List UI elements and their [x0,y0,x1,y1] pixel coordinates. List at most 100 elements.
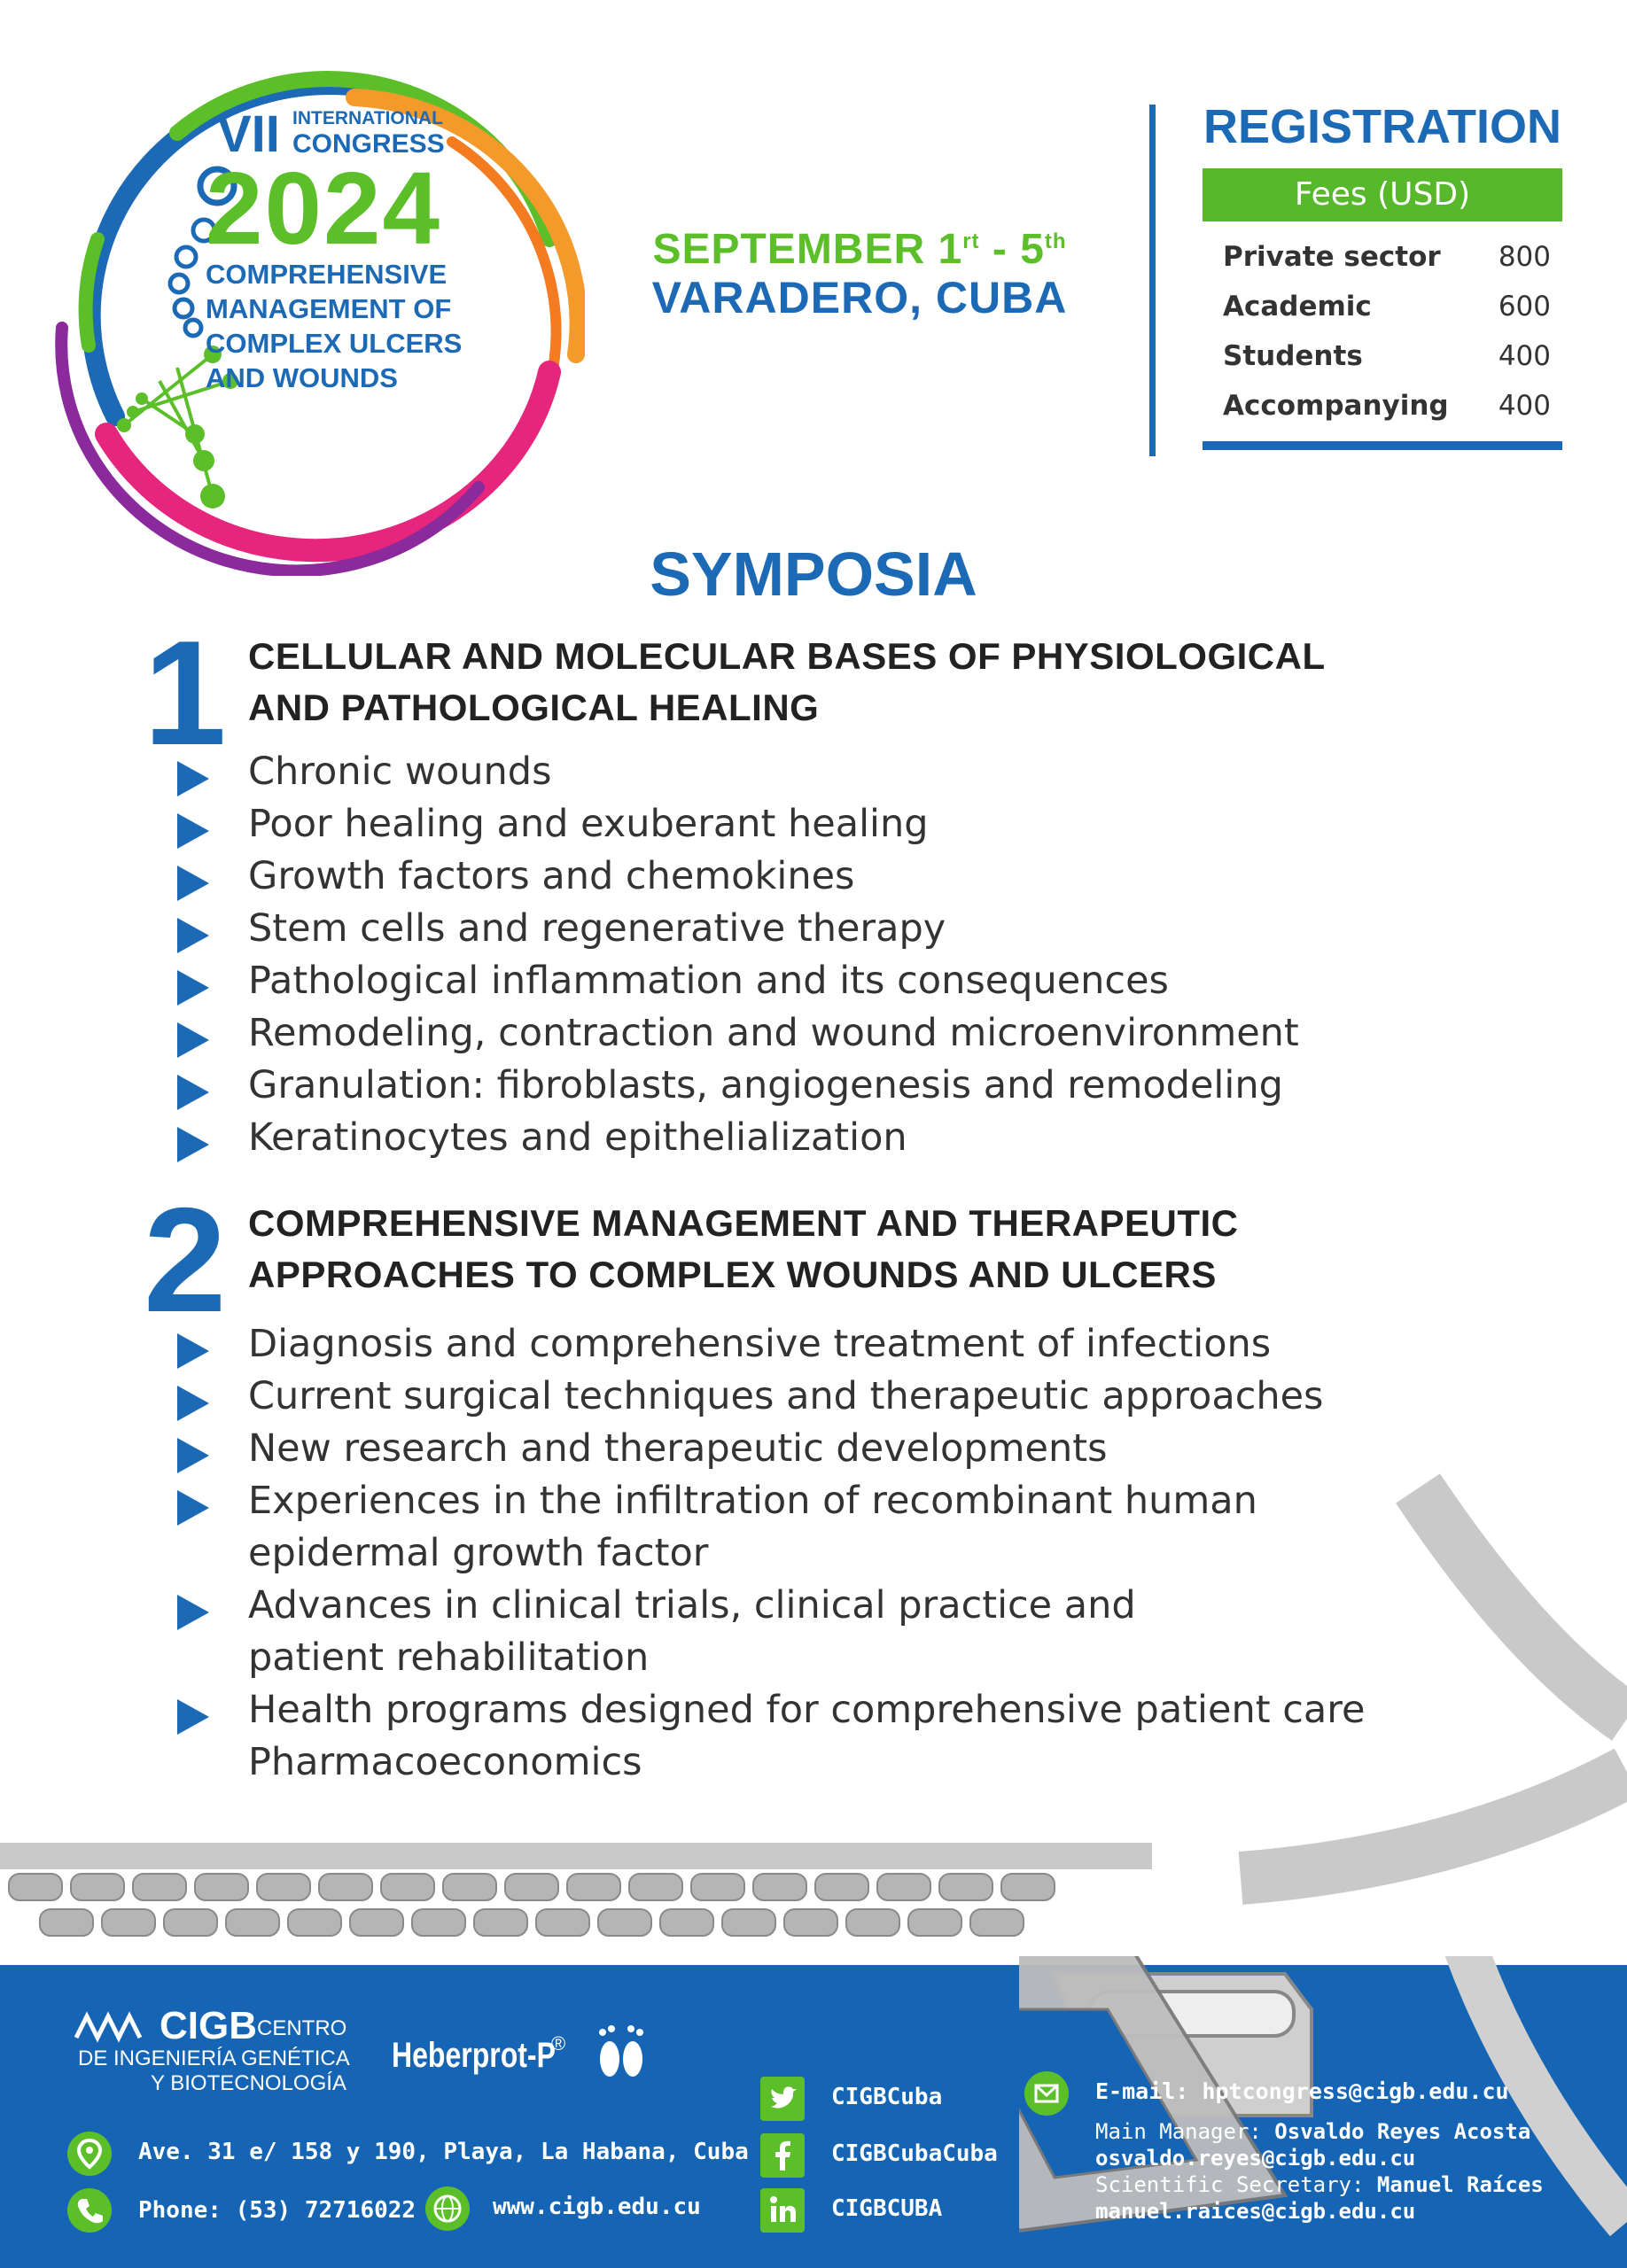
fee-category: Academic [1223,291,1372,322]
location-icon [67,2132,112,2176]
list-item: Current surgical techniques and therapeu… [177,1371,1365,1423]
bullet-triangle-icon [177,1022,209,1058]
manager-email[interactable]: osvaldo.reyes@cigb.edu.cu [1095,2146,1416,2171]
web-icon [425,2186,470,2231]
zipper-illustration [0,1473,1627,1984]
linkedin-icon [760,2188,805,2233]
bullet-triangle-icon [177,1386,209,1421]
topic-text: Experiences in the infiltration of recom… [248,1479,1257,1523]
list-item: Experiences in the infiltration of recom… [177,1475,1365,1527]
symposium-topics: Chronic wounds Poor healing and exuberan… [177,746,1299,1164]
fees-header: Fees (USD) [1203,168,1562,221]
topic-text: Poor healing and exuberant healing [248,802,929,846]
list-item-continuation: patient rehabilitation [177,1632,1365,1684]
secretary-name: Manuel Raíces [1376,2172,1544,2197]
bullet-triangle-icon [177,1595,209,1630]
org-short-name: CIGB [160,2004,257,2047]
list-item: Poor healing and exuberant healing [177,798,1299,850]
phone-text: Phone: (53) 72716022 [138,2197,416,2224]
email-contact[interactable]: E-mail: hptcongress@cigb.edu.cu [1095,2078,1509,2104]
twitter-icon [760,2077,805,2121]
date-start: SEPTEMBER 1 [652,226,963,273]
list-item: Pathological inflammation and its conseq… [177,955,1299,1007]
bullet-triangle-icon [177,1127,209,1162]
list-item: Keratinocytes and epithelialization [177,1112,1299,1164]
symposium-topics: Diagnosis and comprehensive treatment of… [177,1318,1365,1789]
topic-text: Growth factors and chemokines [248,854,855,898]
bullet-triangle-icon [177,1075,209,1110]
manager-label: Main Manager: [1095,2119,1275,2144]
product-name: Heberprot-P [392,2036,556,2075]
manager-name: Osvaldo Reyes Acosta [1274,2119,1531,2144]
linkedin-handle[interactable]: CIGBCUBA [831,2195,943,2222]
cigb-logo-icon [74,2011,143,2043]
bullet-triangle-icon [177,1333,209,1369]
bullet-triangle-icon [177,918,209,953]
bullet-triangle-icon [177,813,209,849]
registration-bottom-rule [1203,441,1562,450]
topic-text: Keratinocytes and epithelialization [248,1115,907,1160]
org-line3: Y BIOTECNOLOGÍA [151,2071,346,2095]
scientific-secretary: Scientific Secretary: Manuel Raíces [1095,2172,1544,2197]
list-item: Growth factors and chemokines [177,850,1299,903]
topic-text: Advances in clinical trials, clinical pr… [248,1583,1136,1627]
symposium-title: CELLULAR AND MOLECULAR BASES OF PHYSIOLO… [248,631,1326,734]
bullet-triangle-icon [177,866,209,901]
topic-text: Stem cells and regenerative therapy [248,906,946,951]
topic-text: Granulation: fibroblasts, angiogenesis a… [248,1063,1283,1107]
bullet-triangle-icon [177,1699,209,1735]
logo-international: INTERNATIONAL [292,108,443,128]
symposium-number: 2 [144,1177,227,1343]
event-dates: SEPTEMBER 1rt - 5th [611,225,1108,274]
registration-title: REGISTRATION [1203,100,1561,153]
fee-category: Students [1223,340,1363,372]
topic-text: Current surgical techniques and therapeu… [248,1374,1324,1418]
list-item: Health programs designed for comprehensi… [177,1684,1365,1736]
logo-roman-numeral: VII [217,105,280,163]
facebook-icon [760,2133,805,2178]
fee-category: Accompanying [1223,390,1449,422]
list-item: Remodeling, contraction and wound microe… [177,1007,1299,1060]
email-icon [1024,2071,1069,2116]
list-item: Stem cells and regenerative therapy [177,903,1299,955]
list-item: Diagnosis and comprehensive treatment of… [177,1318,1365,1371]
secretary-label: Scientific Secretary: [1095,2172,1377,2197]
topic-text: New research and therapeutic development… [248,1426,1108,1471]
product-registered-mark: ® [551,2032,566,2054]
bullet-triangle-icon [177,1438,209,1473]
list-item-continuation: Pharmacoeconomics [177,1736,1365,1789]
event-location: VARADERO, CUBA [651,273,1068,322]
org-line2: DE INGENIERÍA GENÉTICA [78,2047,350,2070]
bullet-triangle-icon [177,1490,209,1526]
date-start-suffix: rt [962,229,980,253]
footer: CIGB CENTRO DE INGENIERÍA GENÉTICA Y BIO… [0,1956,1627,2268]
list-item: Chronic wounds [177,746,1299,798]
symposium-title-line: APPROACHES TO COMPLEX WOUNDS AND ULCERS [248,1254,1217,1295]
topic-text: Remodeling, contraction and wound microe… [248,1011,1299,1055]
symposium-title-line: CELLULAR AND MOLECULAR BASES OF PHYSIOLO… [248,635,1326,677]
symposium-title: COMPREHENSIVE MANAGEMENT AND THERAPEUTIC… [248,1198,1239,1301]
website-link[interactable]: www.cigb.edu.cu [493,2194,701,2220]
secretary-email[interactable]: manuel.raices@cigb.edu.cu [1095,2199,1416,2224]
topic-text: patient rehabilitation [248,1635,650,1680]
phone-icon [67,2188,112,2233]
topic-text: Chronic wounds [248,750,552,794]
topic-text: Diagnosis and comprehensive treatment of… [248,1322,1272,1366]
logo-subtitle: COMPREHENSIVE MANAGEMENT OF COMPLEX ULCE… [206,259,463,393]
bullet-triangle-icon [177,970,209,1006]
facebook-handle[interactable]: CIGBCubaCuba [831,2140,998,2167]
date-end-suffix: th [1044,229,1067,253]
topic-text: epidermal growth factor [248,1531,709,1575]
registration-divider [1149,105,1156,456]
bullet-triangle-icon [177,761,209,796]
org-line1: CENTRO [257,2016,347,2040]
symposium-title-line: COMPREHENSIVE MANAGEMENT AND THERAPEUTIC [248,1202,1239,1244]
list-item: Granulation: fibroblasts, angiogenesis a… [177,1060,1299,1112]
footprints-icon [599,2025,643,2077]
twitter-handle[interactable]: CIGBCuba [831,2084,943,2110]
